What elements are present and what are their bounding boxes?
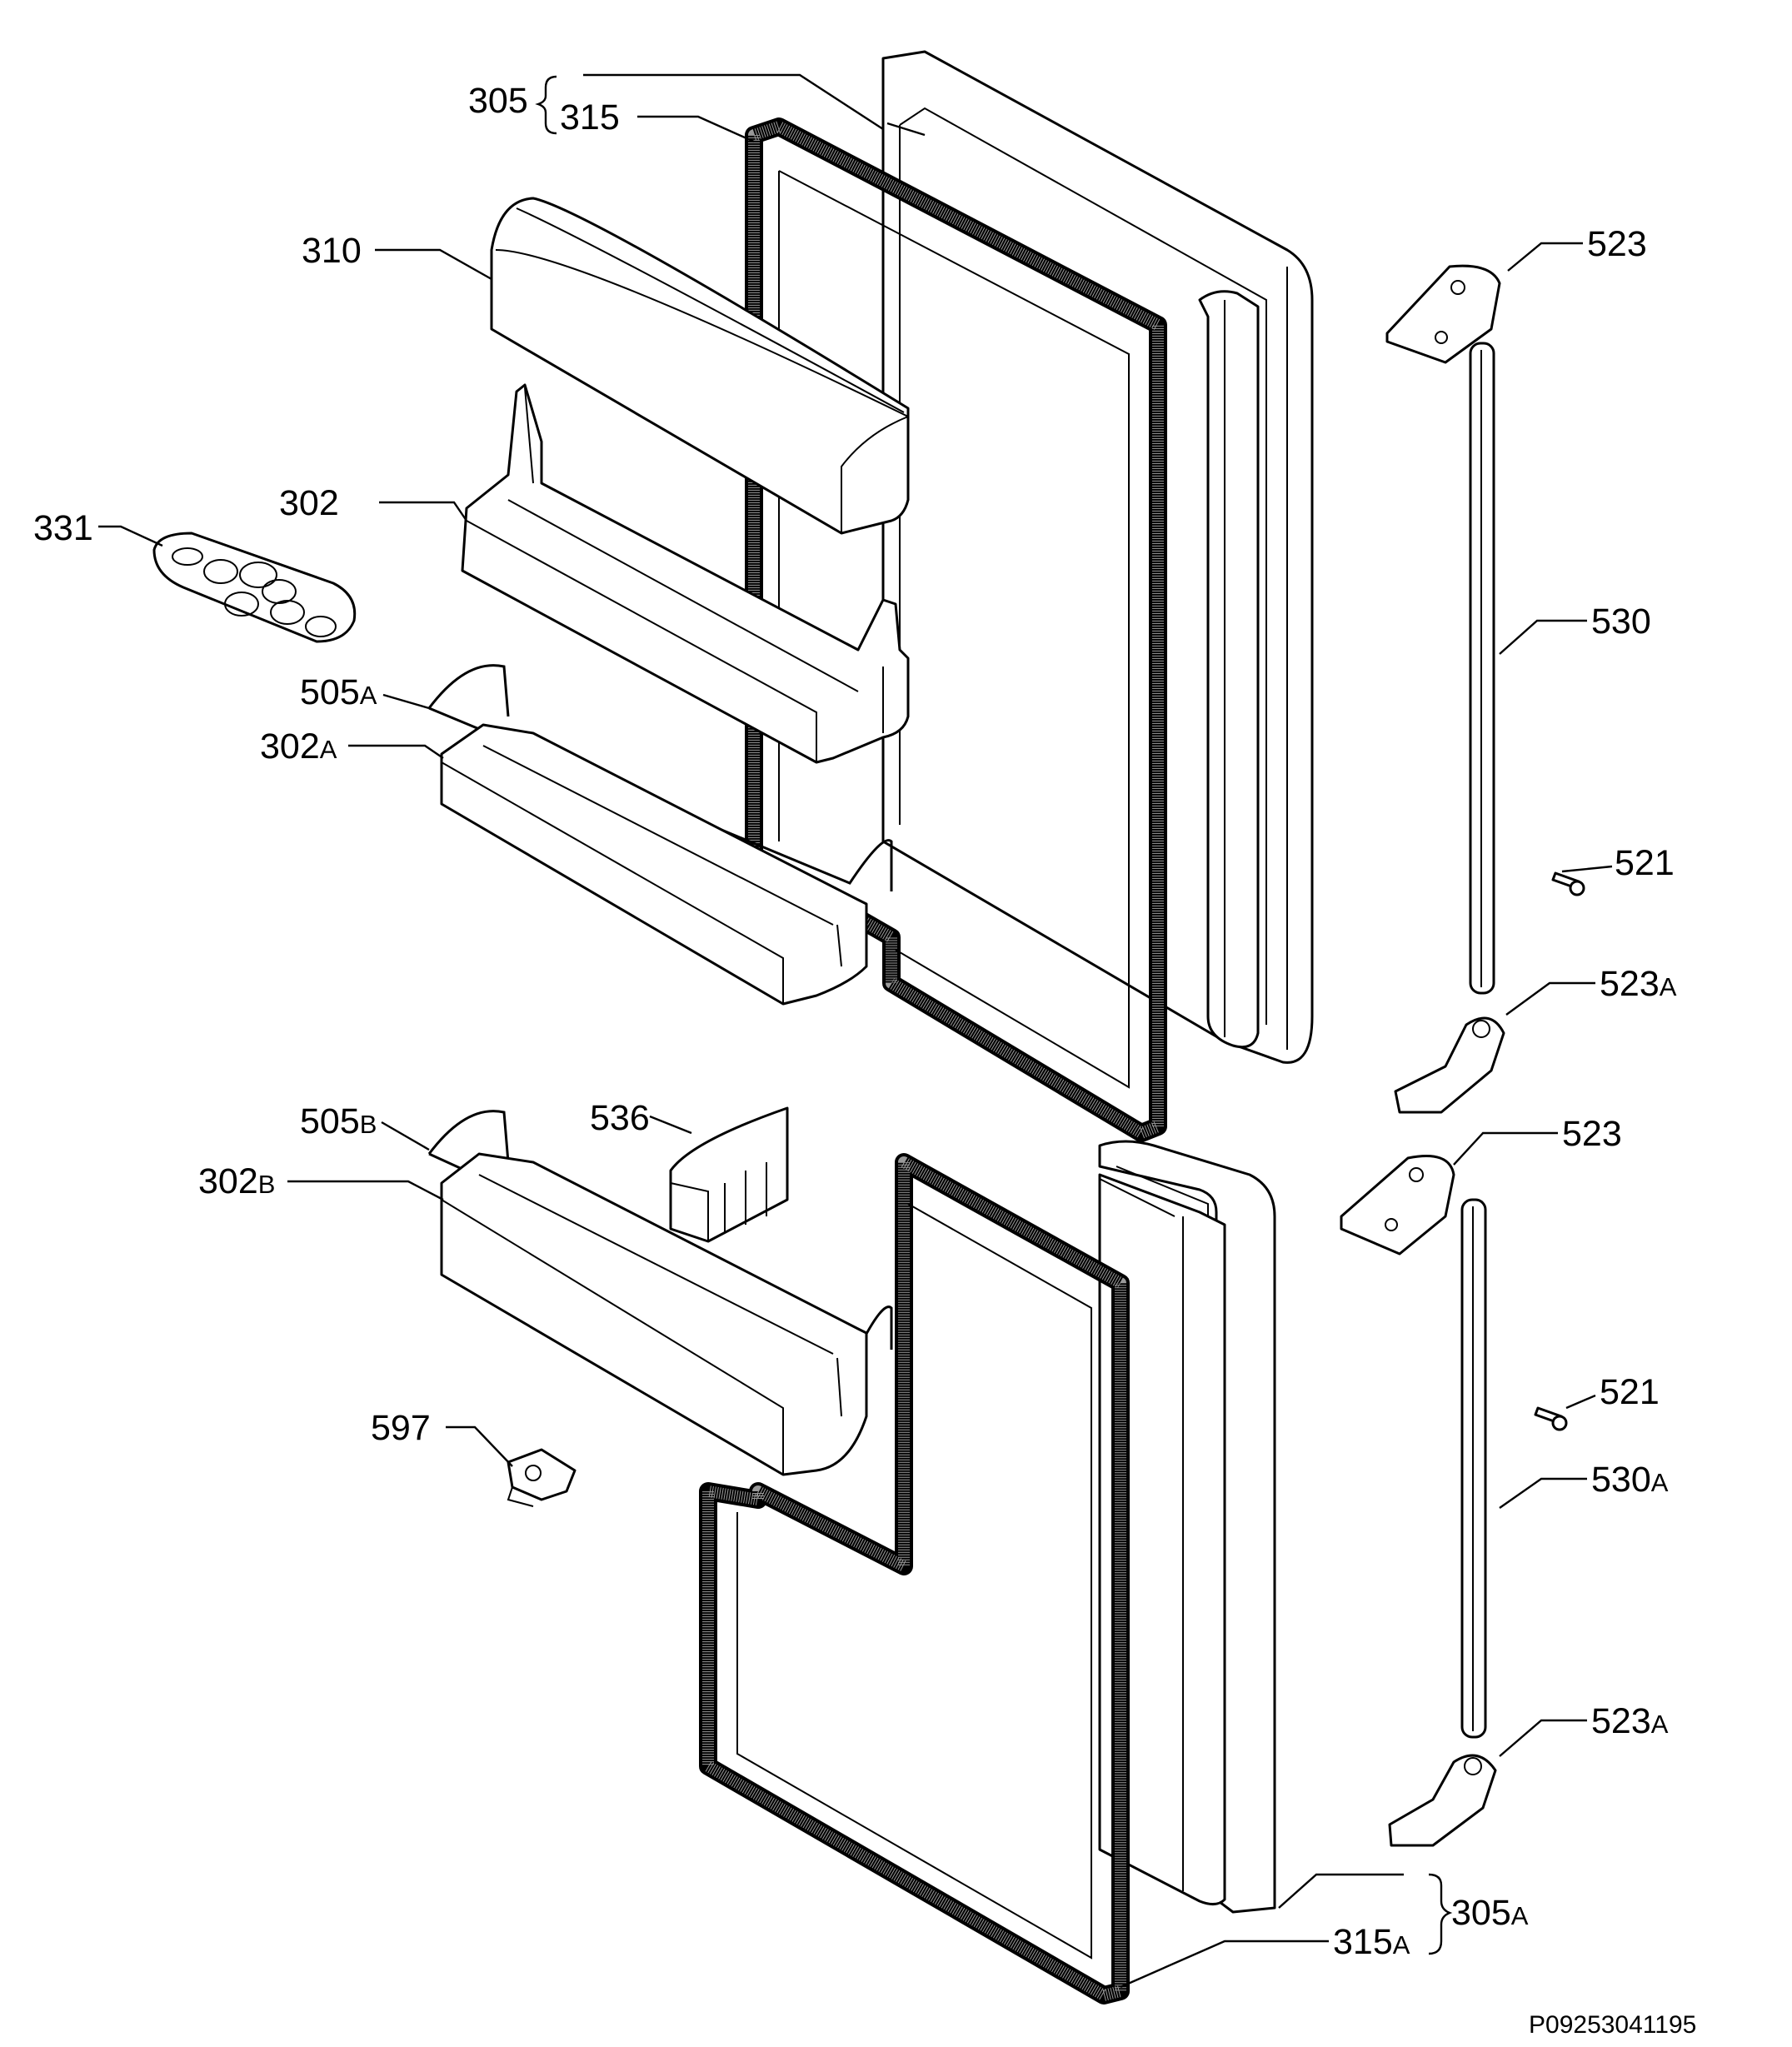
trim-530a (1460, 1198, 1487, 1739)
label-305: 305 (468, 81, 528, 121)
screw-521-top (1551, 871, 1585, 896)
label-302b: 302B (198, 1161, 275, 1201)
screw-521-bottom (1534, 1406, 1568, 1431)
label-536: 536 (590, 1098, 650, 1138)
label-521-top: 521 (1615, 843, 1675, 883)
upper-door-panel (881, 50, 1314, 1064)
label-530a: 530A (1591, 1460, 1669, 1500)
label-523a-top: 523A (1600, 964, 1677, 1004)
bottle-retainer-505a (427, 664, 893, 891)
lower-door-gasket (699, 1153, 1130, 2005)
door-shelf-302 (461, 383, 910, 764)
hinge-523a-top (1394, 1016, 1505, 1114)
door-shelf-302b (440, 1152, 868, 1476)
drawing-code: P09253041195 (1529, 2011, 1696, 2039)
hinge-523-mid (1340, 1155, 1455, 1256)
dairy-compartment-cover (490, 197, 910, 535)
lower-door-panel (1098, 1140, 1276, 1914)
label-521-bottom: 521 (1600, 1372, 1660, 1412)
shelf-divider-536 (669, 1106, 789, 1243)
clip-597 (507, 1448, 577, 1507)
label-523-mid: 523 (1562, 1114, 1622, 1154)
brace-305 (535, 75, 557, 135)
label-302a: 302A (260, 726, 337, 766)
brace-305a (1428, 1873, 1453, 1955)
egg-tray (152, 532, 357, 643)
part-labels: 305 315 310 302 331 505A 302A 505B 302B … (33, 81, 1696, 2039)
label-505b: 505B (300, 1101, 377, 1141)
label-315: 315 (560, 97, 620, 137)
label-302: 302 (279, 483, 339, 523)
leader-lines (98, 73, 1613, 1989)
label-331: 331 (33, 508, 93, 548)
label-315a: 315A (1333, 1922, 1410, 1962)
label-523-top: 523 (1587, 224, 1647, 264)
label-310: 310 (302, 231, 362, 271)
label-505a: 505A (300, 672, 377, 712)
label-530: 530 (1591, 602, 1651, 642)
label-597: 597 (371, 1408, 431, 1448)
trim-530 (1469, 342, 1495, 995)
hinge-523a-bottom (1388, 1754, 1497, 1847)
door-shelf-302a (440, 723, 868, 1006)
label-523a-bottom: 523A (1591, 1701, 1669, 1741)
hinge-523-top (1385, 264, 1501, 364)
label-305a: 305A (1451, 1893, 1529, 1933)
